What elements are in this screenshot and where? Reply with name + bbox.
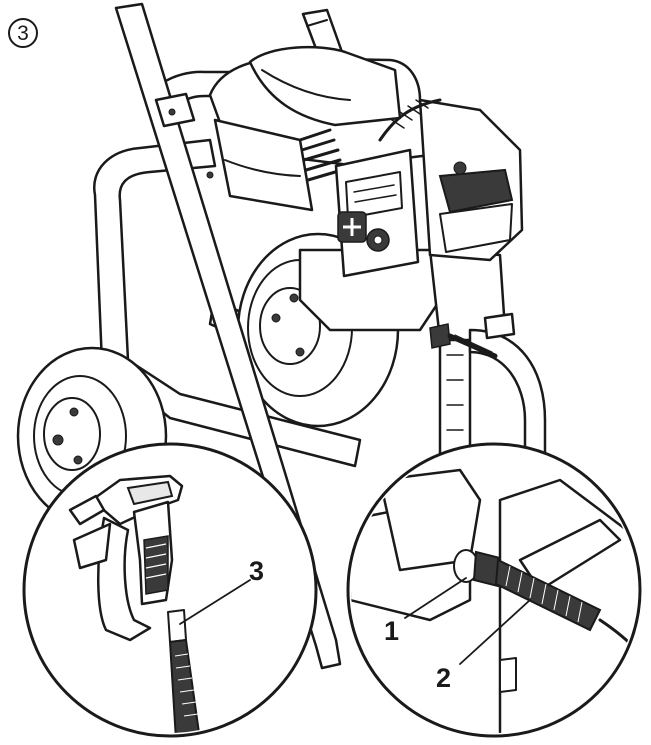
step-number-badge: 3	[8, 18, 38, 48]
callout-3: 3	[249, 556, 265, 586]
motor-housing	[208, 45, 524, 278]
circled-number-icon: 3	[17, 22, 29, 45]
callout-1: 1	[384, 616, 400, 646]
outlet-detail	[346, 442, 642, 738]
pump-body	[298, 248, 547, 472]
gun-detail	[22, 442, 318, 738]
callout-2: 2	[436, 663, 452, 693]
